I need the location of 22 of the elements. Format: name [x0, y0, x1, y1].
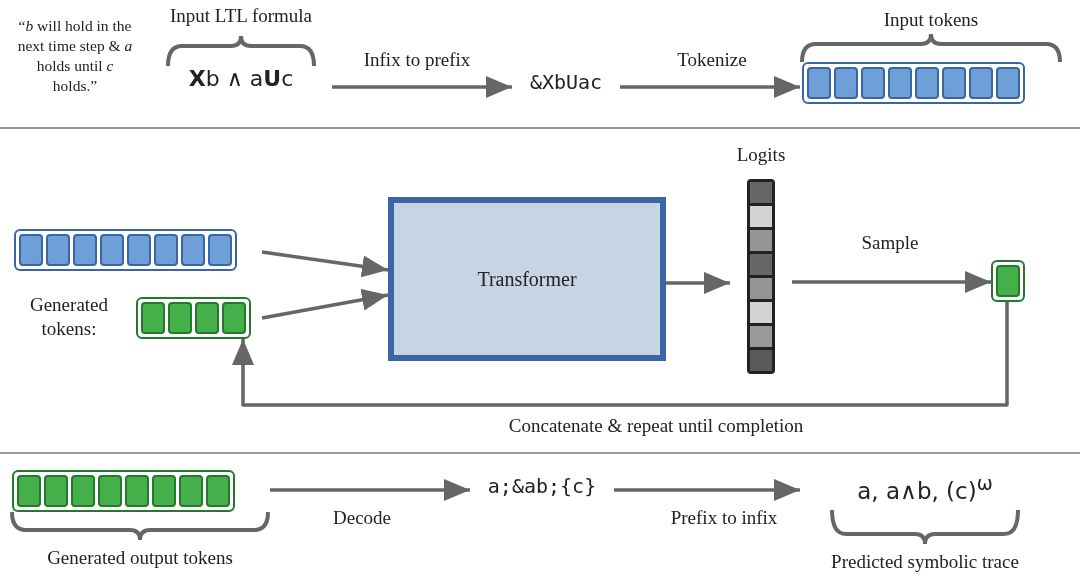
arrow	[261, 250, 389, 278]
arrow	[666, 272, 730, 294]
arrow	[614, 479, 800, 501]
symbolic-trace: a, a∧b, (c)$^{ω}$	[856, 472, 994, 504]
block-title: Transformer	[477, 268, 577, 290]
prefix-formula: a;&ab;{c}	[486, 474, 598, 498]
heading: Input tokens	[882, 10, 980, 31]
heading: Generated output tokens	[46, 548, 234, 569]
transformer-block	[388, 197, 666, 361]
arrow	[332, 76, 512, 98]
heading: Input LTL formula	[168, 6, 314, 27]
arrow	[232, 302, 1009, 407]
quote-text: “b will hold in the next time step & a holds until c holds.”	[16, 16, 134, 97]
arrow	[620, 76, 800, 98]
arrow	[792, 271, 991, 293]
ltl-formula: Xb ∧ aUc	[187, 66, 295, 91]
arrow	[270, 479, 470, 501]
heading: Logits	[735, 145, 787, 166]
prefix-formula: &XbUac	[528, 70, 604, 94]
arrow	[261, 288, 389, 320]
token-caption: Generated tokens:	[28, 293, 110, 341]
heading: Predicted symbolic trace	[830, 552, 1020, 573]
